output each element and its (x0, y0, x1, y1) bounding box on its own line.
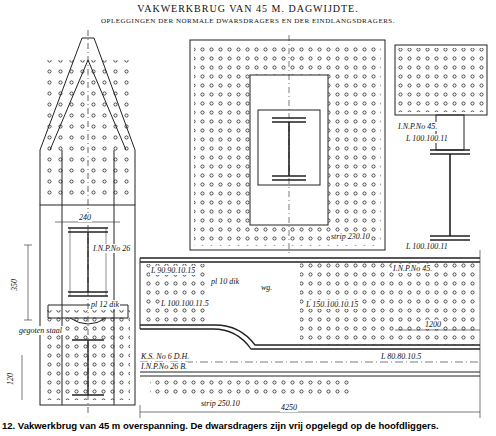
dimension-label: L 100.100.11 (405, 242, 449, 251)
dimension-label: gegoten staal (18, 326, 63, 335)
dimension-label: L 90.90.10.15 (150, 266, 196, 275)
dimension-label: 4250 (280, 403, 298, 412)
dimension-label: I.N.P.No 26 (92, 244, 131, 253)
title-text: VAKWERKBRUG VAN 45 M. DAGWIJDTE. (137, 3, 358, 14)
dimension-label: 120 (6, 372, 15, 386)
dimension-label: I.N.P.No 45. (397, 122, 438, 131)
dimension-label: I.N.P.No 45. (392, 264, 433, 273)
figure-caption: 12. Vakwerkbrug van 45 m overspanning. D… (2, 420, 494, 431)
dimension-label: wg. (260, 283, 273, 292)
dimension-label: K.S. No 6 D.H. (140, 352, 190, 361)
dimension-label: strip 230.10 (330, 232, 371, 241)
dimension-label: L 80.80.10.5 (380, 352, 422, 361)
dimension-label: L 150.100.10.15 (305, 300, 359, 309)
dimension-label: 240 (78, 213, 92, 222)
dimension-label: strip 250.10 (200, 399, 241, 408)
dimension-label: 1200 (424, 320, 442, 329)
dimension-label: L 100.100.11.5 (160, 299, 210, 308)
dimension-label: I.N.P.No 26 B. (140, 362, 188, 371)
drawing-title: VAKWERKBRUG VAN 45 M. DAGWIJDTE. (0, 3, 496, 14)
subtitle: OPLEGGINGEN DER NORMALE DWARSDRAGERS EN … (100, 17, 396, 26)
dimension-label: pl 10 dik (210, 277, 240, 286)
dimension-label: 350 (10, 278, 19, 292)
dimension-label: pl 12 dik (90, 300, 120, 309)
dimension-label: L 100.100.11 (405, 134, 449, 143)
